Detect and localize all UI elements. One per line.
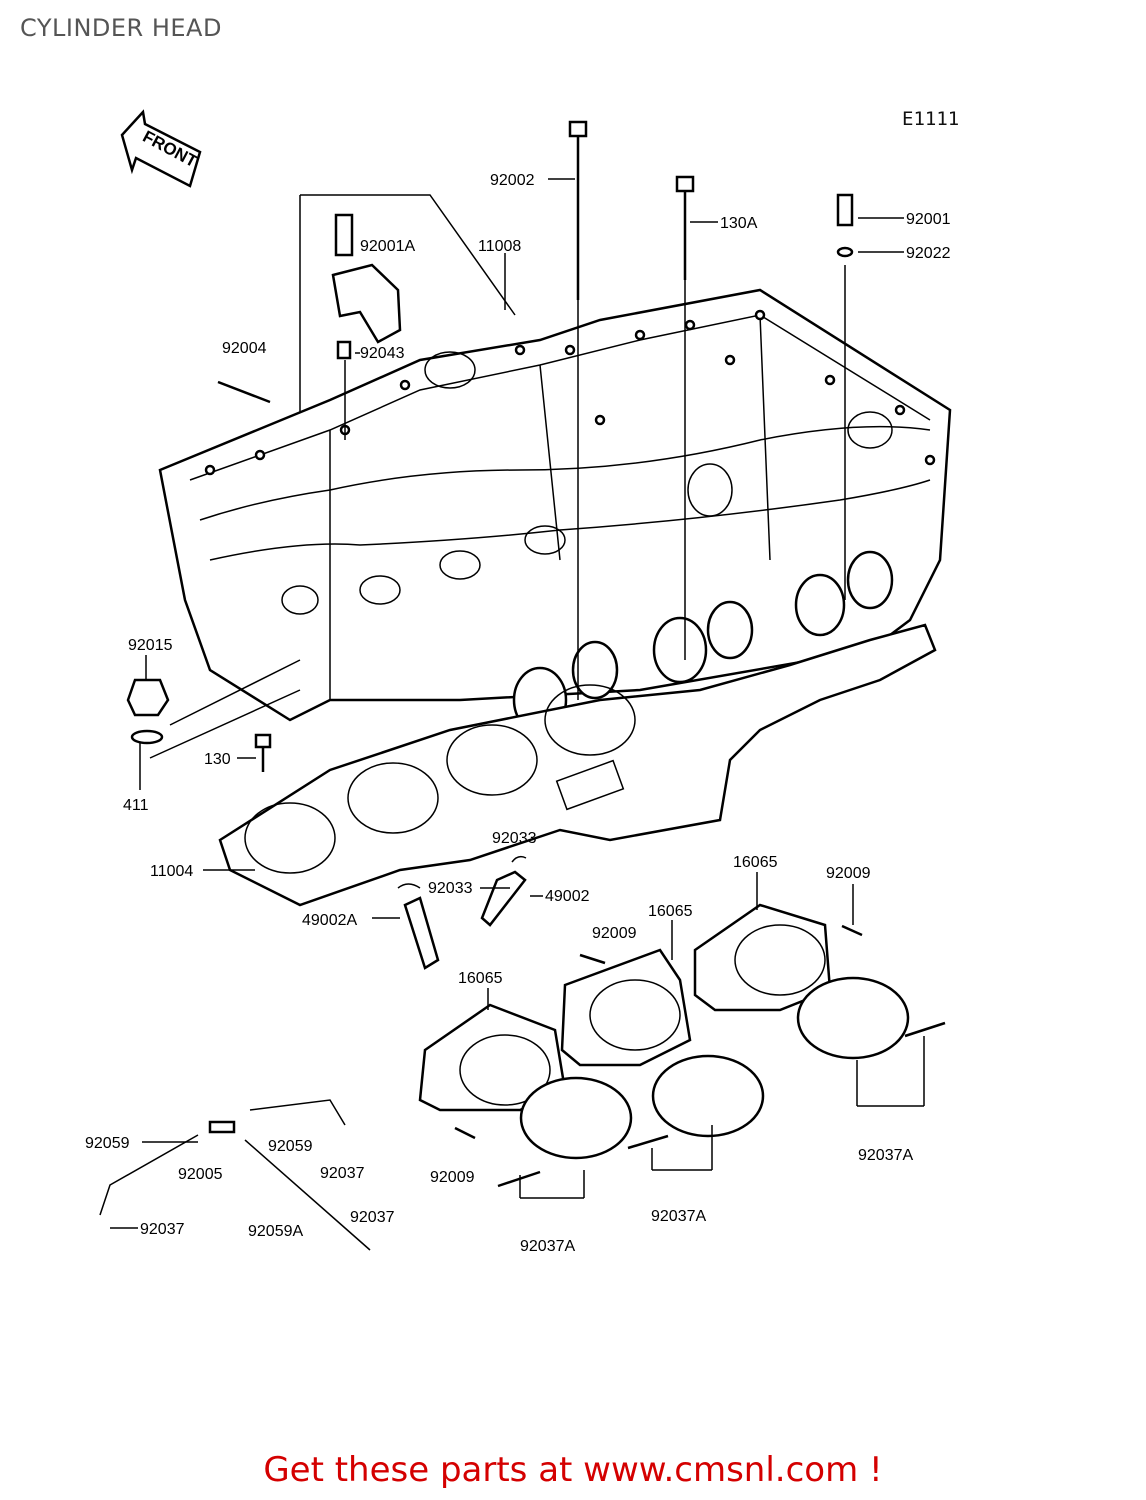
- part-label-92009-a: 92009: [826, 865, 871, 882]
- part-label-92009-c: 92009: [430, 1169, 475, 1186]
- nut-92015-illustration: [126, 659, 301, 759]
- clamp-3-illustration: [796, 976, 910, 1060]
- part-label-92059-b: 92059: [268, 1138, 313, 1155]
- screws-illustration: [454, 924, 946, 1188]
- front-arrow-icon: FRONT: [120, 109, 202, 188]
- part-label-11008: 11008: [478, 238, 521, 255]
- part-label-16065-c: 16065: [458, 970, 503, 987]
- camshaft-cap-illustration: [331, 213, 402, 440]
- part-label-92043: 92043: [360, 345, 405, 362]
- part-label-92033-b: 92033: [428, 880, 473, 897]
- part-label-92037-b: 92037: [140, 1221, 185, 1238]
- leader-lines: [110, 178, 925, 1229]
- part-label-49002: 49002: [545, 888, 590, 905]
- clamp-2-illustration: [651, 1054, 765, 1138]
- promo-link[interactable]: Get these parts at www.cmsnl.com !: [263, 1450, 883, 1490]
- diagram-code: E1111: [902, 108, 960, 130]
- stud-92004-illustration: [217, 380, 271, 404]
- part-label-92015: 92015: [128, 637, 173, 654]
- part-label-92033-a: 92033: [492, 830, 537, 847]
- part-label-92009-b: 92009: [592, 925, 637, 942]
- part-label-49002a: 49002A: [302, 912, 357, 929]
- part-label-92001: 92001: [906, 211, 951, 228]
- page-title: CYLINDER HEAD: [20, 14, 222, 42]
- inlet-holder-2-illustration: [560, 948, 692, 1067]
- bolt-92001-illustration: [836, 193, 854, 600]
- part-label-130: 130: [204, 751, 231, 768]
- part-label-92037a-c: 92037A: [858, 1147, 913, 1164]
- part-label-92037a-a: 92037A: [520, 1238, 575, 1255]
- part-label-16065-a: 16065: [733, 854, 778, 871]
- part-label-411: 411: [123, 797, 149, 814]
- part-label-11004: 11004: [150, 863, 193, 880]
- head-gasket-illustration: [218, 623, 937, 907]
- part-label-92001a: 92001A: [360, 238, 415, 255]
- bolt-92002-illustration: [568, 120, 588, 700]
- valve-guides-illustration: [397, 855, 527, 970]
- part-label-92005: 92005: [178, 1166, 223, 1183]
- part-label-92002: 92002: [490, 172, 535, 189]
- bolt-130a-illustration: [675, 175, 695, 660]
- part-label-92022: 92022: [906, 245, 951, 262]
- part-label-92037-a: 92037: [320, 1165, 365, 1182]
- cylinder-head-illustration: [158, 194, 952, 734]
- part-label-92004: 92004: [222, 340, 267, 357]
- part-label-92037a-b: 92037A: [651, 1208, 706, 1225]
- part-labels: 92002 130A 92001 92022 92001A 11008 9200…: [85, 172, 951, 1255]
- part-label-92059a: 92059A: [248, 1223, 303, 1240]
- part-label-16065-b: 16065: [648, 903, 693, 920]
- part-label-130a: 130A: [720, 215, 758, 232]
- part-label-92059-a: 92059: [85, 1135, 130, 1152]
- part-label-92037-c: 92037: [350, 1209, 395, 1226]
- clamp-1-illustration: [519, 1076, 633, 1160]
- bolt-130-illustration: [254, 733, 272, 772]
- hoses-illustration: [99, 1099, 371, 1251]
